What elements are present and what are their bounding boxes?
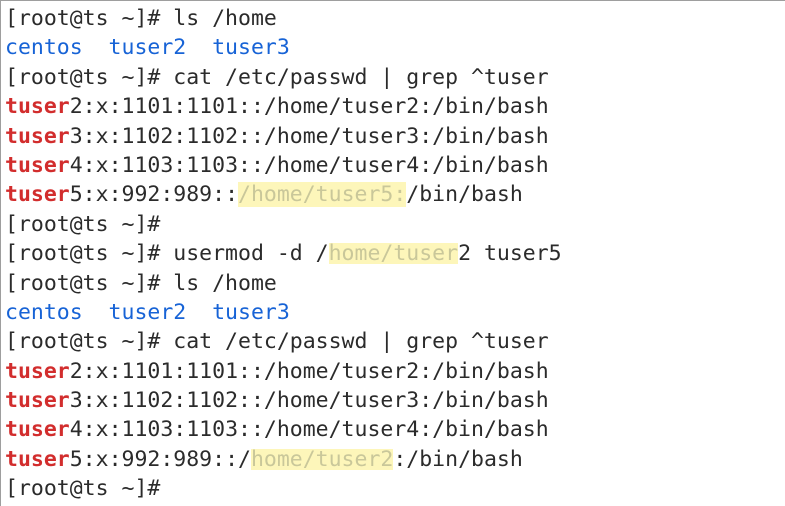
terminal-line: [root@ts ~]# cat /etc/passwd | grep ^tus… <box>5 327 785 356</box>
terminal-text: 4:x:1103:1103::/home/tuser4:/bin/bash <box>69 152 549 178</box>
terminal-text: tuser <box>5 358 70 384</box>
terminal-line: tuser5:x:992:989::/home/tuser2:/bin/bash <box>5 445 785 474</box>
terminal-line: tuser2:x:1101:1101::/home/tuser2:/bin/ba… <box>5 357 785 386</box>
terminal-line: [root@ts ~]# <box>5 474 785 503</box>
terminal-text: tuser <box>5 446 70 472</box>
terminal-text: [root@ts ~]# usermod -d / <box>5 241 329 267</box>
highlighted-text: home/tuser2 <box>250 446 394 472</box>
terminal-line: [root@ts ~]# ls /home <box>5 269 785 298</box>
terminal-line: [root@ts ~]# usermod -d /home/tuser2 tus… <box>5 239 785 268</box>
terminal-line: centos tuser2 tuser3 <box>5 33 785 62</box>
terminal-text: 2:x:1101:1101::/home/tuser2:/bin/bash <box>69 358 549 384</box>
terminal-line: tuser5:x:992:989::/home/tuser5:/bin/bash <box>5 180 785 209</box>
terminal-line: tuser4:x:1103:1103::/home/tuser4:/bin/ba… <box>5 151 785 180</box>
highlighted-text: /home/tuser5: <box>238 182 407 208</box>
terminal-line: [root@ts ~]# <box>5 210 785 239</box>
terminal-text: centos tuser2 tuser3 <box>5 299 290 325</box>
terminal-text: 4:x:1103:1103::/home/tuser4:/bin/bash <box>69 417 549 443</box>
terminal-line: tuser4:x:1103:1103::/home/tuser4:/bin/ba… <box>5 415 785 444</box>
terminal-line: [root@ts ~]# ls /home <box>5 4 785 33</box>
terminal-text: 3:x:1102:1102::/home/tuser3:/bin/bash <box>69 388 549 414</box>
terminal-text: 5:x:992:989::/ <box>69 446 251 472</box>
terminal-line: tuser3:x:1102:1102::/home/tuser3:/bin/ba… <box>5 386 785 415</box>
terminal-output: [root@ts ~]# ls /home centos tuser2 tuser… <box>5 4 785 504</box>
terminal-line: [root@ts ~]# cat /etc/passwd | grep ^tus… <box>5 63 785 92</box>
terminal-text: tuser <box>5 182 70 208</box>
terminal-text: tuser <box>5 94 70 120</box>
terminal-text: [root@ts ~]# <box>5 476 161 502</box>
terminal-text: centos tuser2 tuser3 <box>5 35 290 61</box>
terminal-text: tuser <box>5 388 70 414</box>
terminal-line: tuser3:x:1102:1102::/home/tuser3:/bin/ba… <box>5 122 785 151</box>
terminal-text: [root@ts ~]# ls /home <box>5 6 277 31</box>
terminal-text: /bin/bash <box>406 182 523 208</box>
terminal-text: 2:x:1101:1101::/home/tuser2:/bin/bash <box>69 94 549 120</box>
terminal-text: [root@ts ~]# ls /home <box>5 270 277 296</box>
terminal-text: 3:x:1102:1102::/home/tuser3:/bin/bash <box>69 123 549 149</box>
terminal-text: [root@ts ~]# cat /etc/passwd | grep ^tus… <box>5 329 549 355</box>
terminal-text: [root@ts ~]# <box>5 211 161 237</box>
terminal-text: 2 tuser5 <box>458 241 562 267</box>
terminal-text: [root@ts ~]# cat /etc/passwd | grep ^tus… <box>5 64 549 90</box>
terminal-text: tuser <box>5 123 70 149</box>
terminal-text: 5:x:992:989:: <box>69 182 239 208</box>
terminal-text: tuser <box>5 417 70 443</box>
terminal-line: tuser2:x:1101:1101::/home/tuser2:/bin/ba… <box>5 92 785 121</box>
highlighted-text: home/tuser <box>328 241 459 267</box>
terminal-text: tuser <box>5 152 70 178</box>
terminal-line: centos tuser2 tuser3 <box>5 298 785 327</box>
terminal-text: :/bin/bash <box>393 446 523 472</box>
